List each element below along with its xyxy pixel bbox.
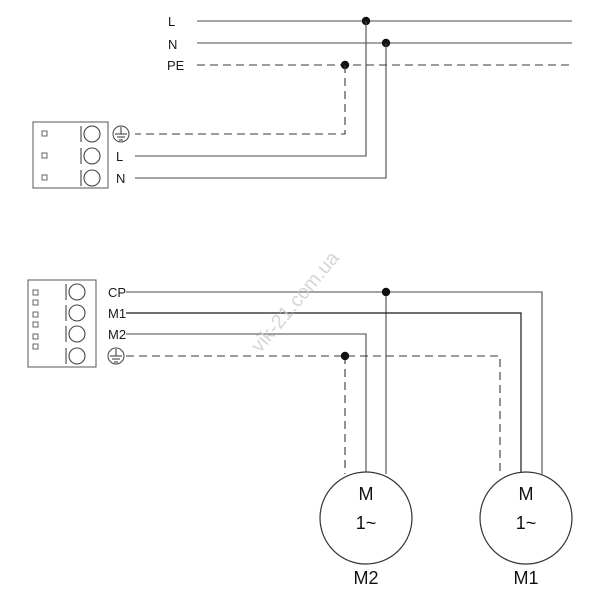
motor-wiring <box>126 287 543 474</box>
terminal-screw-slot <box>41 130 48 137</box>
terminal-l-label: L <box>116 149 123 164</box>
motor-m2-body <box>319 471 413 565</box>
terminal-screw-slot <box>32 321 39 328</box>
terminal-clamp-pe <box>83 125 101 143</box>
ground-symbol-icon <box>107 347 125 365</box>
motor-m1-name: M1 <box>513 568 538 588</box>
wire-pe-to-terminal <box>135 65 346 135</box>
terminal-m2-label: M2 <box>108 327 126 342</box>
terminal-screw-slot <box>41 152 48 159</box>
watermark-text: vik-21.com.ua <box>247 247 344 357</box>
wire-m1 <box>126 312 522 474</box>
wire-m2 <box>126 333 367 474</box>
terminal-clamp-n <box>83 169 101 187</box>
supply-drops <box>135 21 387 179</box>
motor-m1-phase: 1~ <box>516 513 537 533</box>
terminal-screw-slot <box>32 289 39 296</box>
motor-m2-name: M2 <box>353 568 378 588</box>
motor-m1-symbol: M <box>519 484 534 504</box>
ground-symbol-icon <box>112 125 130 143</box>
wire-pe-m1 <box>126 355 501 474</box>
terminal-clamp-m1 <box>68 304 86 322</box>
terminal-clamp-l <box>83 147 101 165</box>
junction-cp <box>381 287 391 297</box>
terminal-screw-slot <box>41 174 48 181</box>
terminal-n-label: N <box>116 171 125 186</box>
terminal-screw-slot <box>32 311 39 318</box>
motor-m1: M 1~ M1 <box>479 471 573 588</box>
wire-l-to-terminal <box>135 21 367 157</box>
terminal-screw-slot <box>32 333 39 340</box>
wire-n-to-terminal <box>135 43 387 179</box>
terminal-clamp-pe <box>68 347 86 365</box>
terminal-clamp-cp <box>68 283 86 301</box>
terminal-cp-label: CP <box>108 285 126 300</box>
supply-n-label: N <box>168 37 177 52</box>
supply-pe-label: PE <box>167 58 185 73</box>
supply-terminal-block: L N <box>32 121 130 189</box>
motor-m1-body <box>479 471 573 565</box>
motor-m2-symbol: M <box>359 484 374 504</box>
supply-bus: L N PE <box>167 14 572 73</box>
terminal-m1-label: M1 <box>108 306 126 321</box>
terminal-screw-slot <box>32 343 39 350</box>
control-terminal-block: CP M1 M2 <box>27 279 126 368</box>
supply-l-label: L <box>168 14 175 29</box>
motor-m2-phase: 1~ <box>356 513 377 533</box>
terminal-clamp-m2 <box>68 325 86 343</box>
terminal-screw-slot <box>32 299 39 306</box>
wire-cp <box>126 291 543 474</box>
motor-m2: M 1~ M2 <box>319 471 413 588</box>
junction-pe-motors <box>340 351 350 361</box>
